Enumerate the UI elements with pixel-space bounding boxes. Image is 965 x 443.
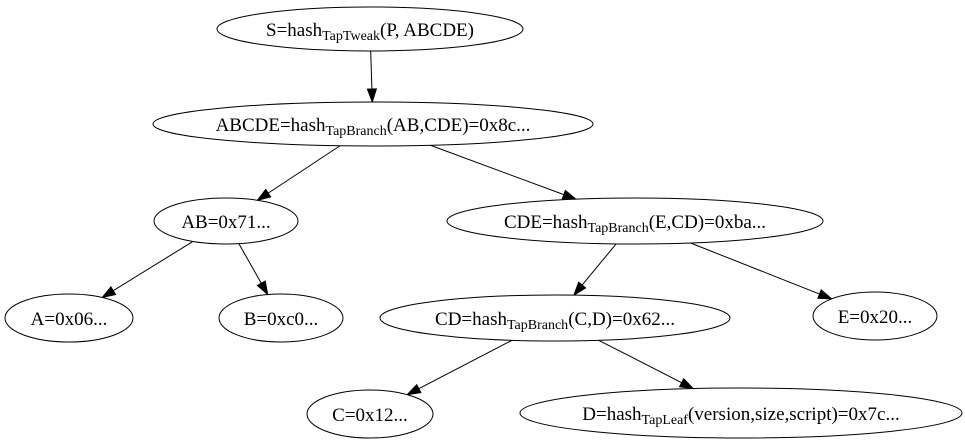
node-label-B: B=0xc0...: [244, 309, 319, 330]
node-label-ABCDE: ABCDE=hashTapBranch(AB,CDE)=0x8c...: [216, 115, 531, 139]
edge-CDE-CD: [572, 243, 617, 297]
edge-line-ABCDE-CDE: [430, 144, 564, 196]
edge-line-CD-D: [598, 339, 682, 384]
edge-ABCDE-CDE: [430, 144, 578, 200]
node-D: D=hashTapLeaf(version,size,script)=0x7c.…: [519, 387, 963, 439]
edge-line-AB-B: [238, 243, 262, 284]
node-label-A: A=0x06...: [31, 309, 108, 330]
node-ellipse-D: [519, 387, 963, 439]
node-label-AB: AB=0x71...: [181, 212, 270, 233]
arrowhead-icon: [366, 88, 378, 104]
node-label-CDE: CDE=hashTapBranch(E,CD)=0xba...: [504, 212, 766, 236]
node-ellipse-C: [306, 389, 434, 439]
arrowhead-icon: [256, 188, 272, 202]
node-CD: CD=hashTapBranch(C,D)=0x62...: [379, 294, 731, 342]
edge-S-ABCDE: [366, 50, 378, 104]
node-ellipse-ABCDE: [152, 101, 594, 147]
arrowhead-icon: [405, 383, 422, 396]
edge-ABCDE-AB: [256, 145, 341, 202]
node-B: B=0xc0...: [218, 293, 344, 343]
edge-line-ABCDE-AB: [267, 145, 341, 194]
arrowhead-icon: [100, 285, 117, 299]
node-label-E: E=0x20...: [838, 307, 913, 328]
node-ellipse-B: [218, 293, 344, 343]
node-E: E=0x20...: [812, 291, 938, 341]
node-label-D: D=hashTapLeaf(version,size,script)=0x7c.…: [582, 404, 899, 428]
edge-AB-B: [238, 243, 269, 296]
edge-CD-C: [405, 339, 513, 396]
node-A: A=0x06...: [4, 293, 134, 343]
node-ellipse-E: [812, 291, 938, 341]
node-ellipse-AB: [153, 197, 299, 245]
edge-line-AB-A: [113, 241, 194, 292]
node-ellipse-CDE: [446, 197, 824, 245]
edge-line-CDE-E: [690, 242, 820, 295]
edge-line-CDE-CD: [581, 243, 617, 286]
edge-line-CD-C: [418, 339, 513, 390]
node-ellipse-S: [216, 6, 524, 52]
node-S: S=hashTapTweak(P, ABCDE): [216, 6, 524, 52]
arrowhead-icon: [572, 281, 587, 297]
arrowhead-icon: [256, 280, 269, 296]
node-label-S: S=hashTapTweak(P, ABCDE): [266, 20, 474, 44]
arrowhead-icon: [817, 289, 834, 300]
node-C: C=0x12...: [306, 389, 434, 439]
arrowhead-icon: [561, 189, 578, 200]
edge-CD-D: [598, 339, 695, 390]
node-CDE: CDE=hashTapBranch(E,CD)=0xba...: [446, 197, 824, 245]
node-ellipse-A: [4, 293, 134, 343]
node-label-C: C=0x12...: [332, 405, 408, 426]
edge-CDE-E: [690, 242, 834, 300]
node-label-CD: CD=hashTapBranch(C,D)=0x62...: [435, 309, 675, 333]
node-ABCDE: ABCDE=hashTapBranch(AB,CDE)=0x8c...: [152, 101, 594, 147]
node-ellipse-CD: [379, 294, 731, 342]
node-AB: AB=0x71...: [153, 197, 299, 245]
edge-line-S-ABCDE: [370, 50, 373, 90]
arrowhead-icon: [678, 377, 695, 390]
edge-AB-A: [100, 241, 194, 299]
